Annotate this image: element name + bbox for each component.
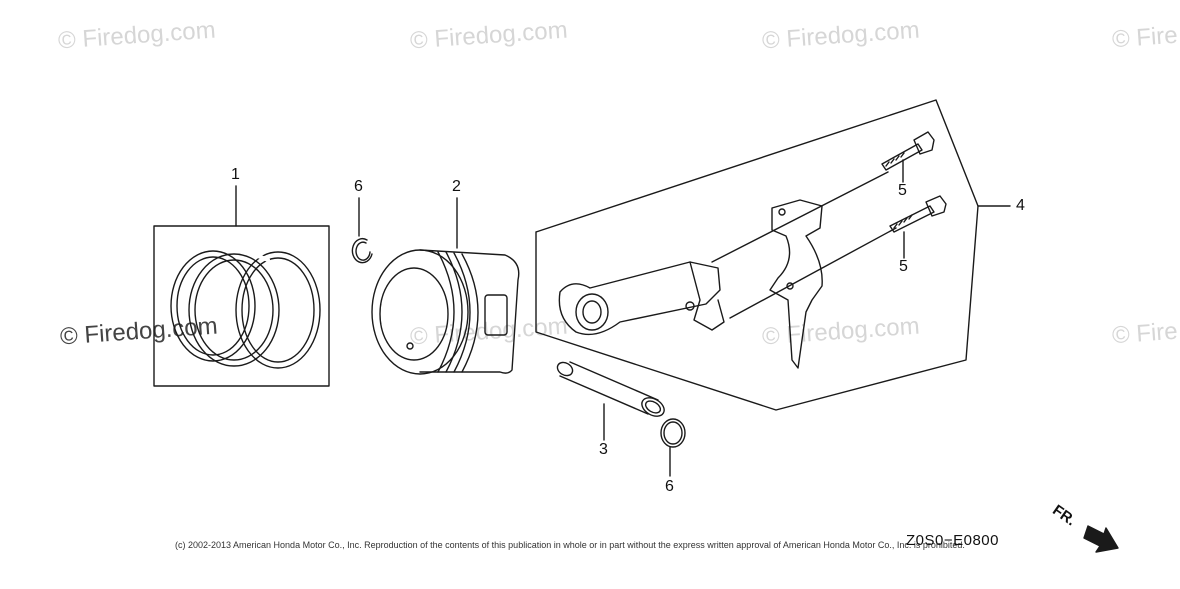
bolt-guide-upper [711, 171, 889, 263]
piston [371, 197, 520, 375]
piston-body [419, 249, 520, 374]
callout-piston-rings: 1 [231, 166, 240, 183]
piston-pin-bore [644, 400, 662, 414]
clip-upper-shape [351, 237, 373, 264]
piston-groove-1 [437, 251, 455, 373]
bolt-upper-thread [885, 152, 905, 167]
clip-lower-shape [660, 418, 686, 448]
bolt-lower-shank [889, 205, 935, 233]
piston-mark [406, 342, 414, 350]
piston-pin-end-far [556, 361, 574, 377]
bolt-lower [889, 195, 947, 259]
assembly-outline [535, 99, 979, 411]
cap-hole-1 [778, 208, 786, 216]
rod-cap [769, 199, 823, 369]
callout-clip-lower: 6 [665, 478, 674, 495]
diagram-code: Z0S0−E0800 [906, 532, 999, 549]
piston-crown-face [379, 267, 449, 361]
rod-small-end [575, 293, 609, 331]
ring-gap [256, 254, 270, 262]
bolt-lower-head [925, 195, 947, 217]
callout-connecting-rod: 4 [1016, 197, 1025, 214]
piston-groove-2 [445, 251, 463, 373]
ring-1-inner [176, 256, 250, 356]
rod-body [558, 261, 721, 336]
callout-bolt-lower: 5 [899, 258, 908, 275]
bolt-upper-shank [881, 143, 923, 171]
callout-piston-pin: 3 [599, 441, 608, 458]
ring-3-inner [241, 257, 315, 363]
piston-groove-4 [461, 253, 479, 373]
callout-bolt-upper: 5 [898, 182, 907, 199]
connecting-rod-assembly [535, 99, 1011, 411]
piston-pin-body [559, 361, 659, 415]
ring-2-inner [194, 259, 274, 361]
piston-crown [371, 249, 469, 375]
fr-arrow-shape [1083, 525, 1119, 553]
cap-hole-2 [786, 282, 794, 290]
piston-pin [556, 361, 665, 441]
ring-1 [170, 250, 256, 362]
ring-set-box [153, 225, 330, 387]
callout-clip-upper: 6 [354, 178, 363, 195]
clip-lower [660, 418, 686, 477]
callout-piston: 2 [452, 178, 461, 195]
ring-2 [188, 253, 280, 367]
bolt-lower-thread [893, 214, 913, 229]
piston-pin-end [641, 397, 665, 417]
clip-lower-inner [663, 421, 683, 445]
ring-3 [235, 251, 321, 369]
bolt-guide-lower [729, 227, 897, 319]
rod-big-end [689, 261, 725, 331]
rod-hole-1 [685, 301, 695, 311]
copyright-notice: (c) 2002-2013 American Honda Motor Co., … [175, 540, 965, 550]
piston-pin-boss [484, 294, 508, 336]
clip-upper-inner [355, 241, 371, 261]
front-direction-arrow [1083, 525, 1119, 553]
rod-small-end-bore [582, 300, 602, 324]
bolt-upper-head [913, 131, 935, 155]
clip-upper [351, 197, 373, 264]
piston-groove-3 [453, 252, 471, 373]
piston-ring-set [153, 185, 330, 387]
bolt-upper [881, 131, 935, 183]
